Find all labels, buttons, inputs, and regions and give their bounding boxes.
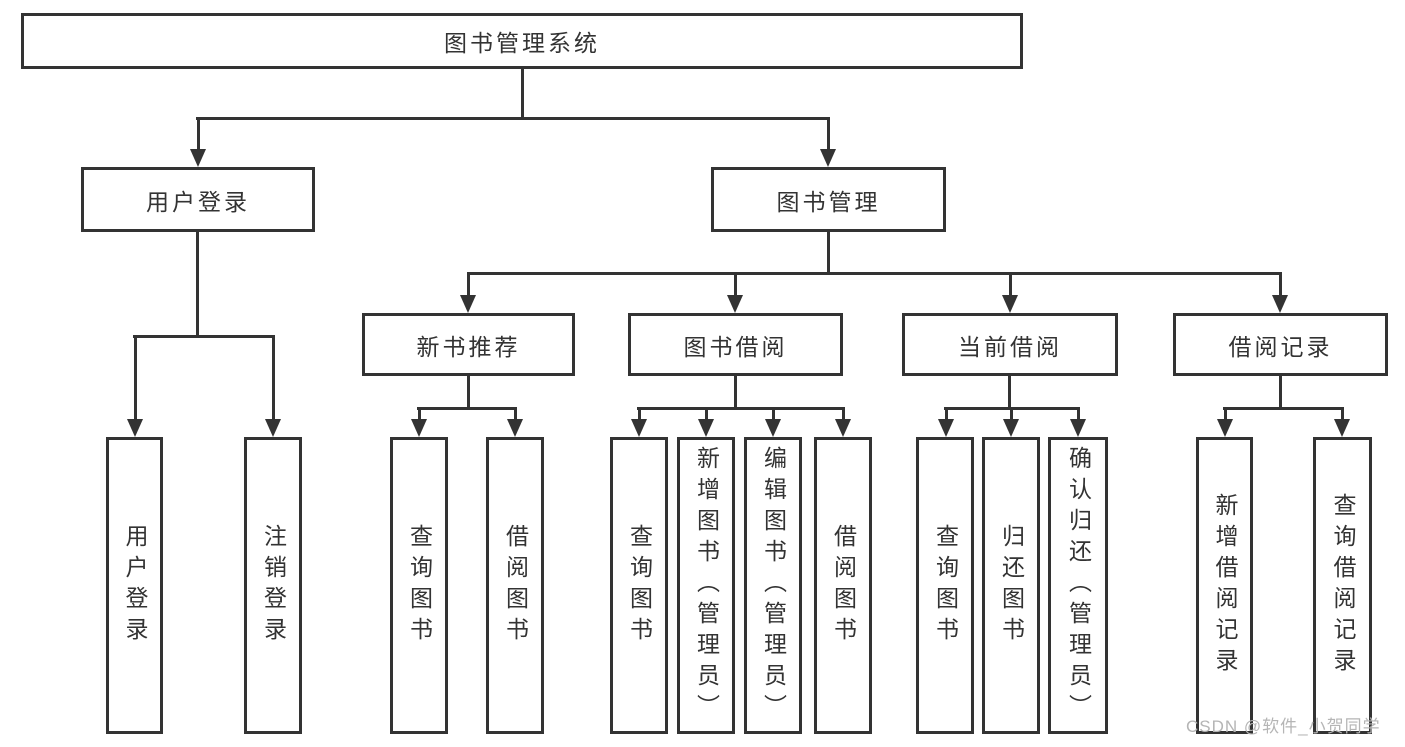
edge-level3-bus — [467, 272, 1282, 275]
node-current-borrowing: 当前借阅 — [902, 313, 1118, 376]
watermark: CSDN @软件_小贺同学 — [1186, 717, 1381, 736]
edge-records-stem — [1279, 376, 1282, 410]
edge-borrowing-stem — [734, 376, 737, 410]
edge-level2-bus — [196, 117, 830, 120]
node-user-login: 用户登录 — [81, 167, 315, 232]
leaf-query-borrow-record: 查询借阅记录 — [1313, 437, 1372, 734]
edge-arrow-book-management — [820, 117, 836, 167]
edge-arrow-query-books-recommend — [411, 407, 427, 437]
edge-root-stem — [521, 69, 524, 120]
edge-arrow-book-borrowing — [727, 272, 743, 313]
leaf-query-books-recommend: 查询图书 — [390, 437, 448, 734]
edge-recommend-stem — [467, 376, 470, 410]
edge-records-bus — [1223, 407, 1344, 410]
edge-arrow-borrow-books-recommend — [507, 407, 523, 437]
node-new-book-recommend: 新书推荐 — [362, 313, 575, 376]
leaf-confirm-return-admin: 确认归还（管理员） — [1048, 437, 1108, 734]
edge-arrow-add-borrow-record — [1217, 407, 1233, 437]
edge-arrow-leaf-user-login — [127, 335, 143, 437]
edge-book-management-stem — [827, 232, 830, 275]
edge-arrow-new-book-recommend — [460, 272, 476, 313]
edge-arrow-confirm-return-admin — [1070, 407, 1086, 437]
edge-arrow-borrowing-records — [1272, 272, 1288, 313]
leaf-user-login: 用户登录 — [106, 437, 163, 734]
leaf-query-books-current: 查询图书 — [916, 437, 974, 734]
edge-arrow-user-login — [190, 117, 206, 167]
edge-current-stem — [1008, 376, 1011, 410]
leaf-add-book-admin: 新增图书（管理员） — [677, 437, 735, 734]
edge-arrow-query-books-borrowing — [631, 407, 647, 437]
node-book-borrowing: 图书借阅 — [628, 313, 843, 376]
edge-arrow-query-borrow-record — [1334, 407, 1350, 437]
edge-arrow-leaf-logout — [265, 335, 281, 437]
edge-borrowing-bus — [637, 407, 845, 410]
leaf-borrow-books-recommend: 借阅图书 — [486, 437, 544, 734]
leaf-borrow-books-borrowing: 借阅图书 — [814, 437, 872, 734]
edge-user-login-bus — [133, 335, 275, 338]
leaf-add-borrow-record: 新增借阅记录 — [1196, 437, 1253, 734]
edge-arrow-borrow-books-borrowing — [835, 407, 851, 437]
edge-arrow-return-books — [1003, 407, 1019, 437]
edge-arrow-add-book-admin — [698, 407, 714, 437]
edge-arrow-current-borrowing — [1002, 272, 1018, 313]
edge-arrow-edit-book-admin — [765, 407, 781, 437]
leaf-query-books-borrowing: 查询图书 — [610, 437, 668, 734]
leaf-return-books: 归还图书 — [982, 437, 1040, 734]
node-root: 图书管理系统 — [21, 13, 1023, 69]
leaf-edit-book-admin: 编辑图书（管理员） — [744, 437, 802, 734]
leaf-logout: 注销登录 — [244, 437, 302, 734]
edge-user-login-stem — [196, 232, 199, 338]
edge-arrow-query-books-current — [938, 407, 954, 437]
node-book-management: 图书管理 — [711, 167, 946, 232]
edge-recommend-bus — [417, 407, 516, 410]
node-borrowing-records: 借阅记录 — [1173, 313, 1388, 376]
